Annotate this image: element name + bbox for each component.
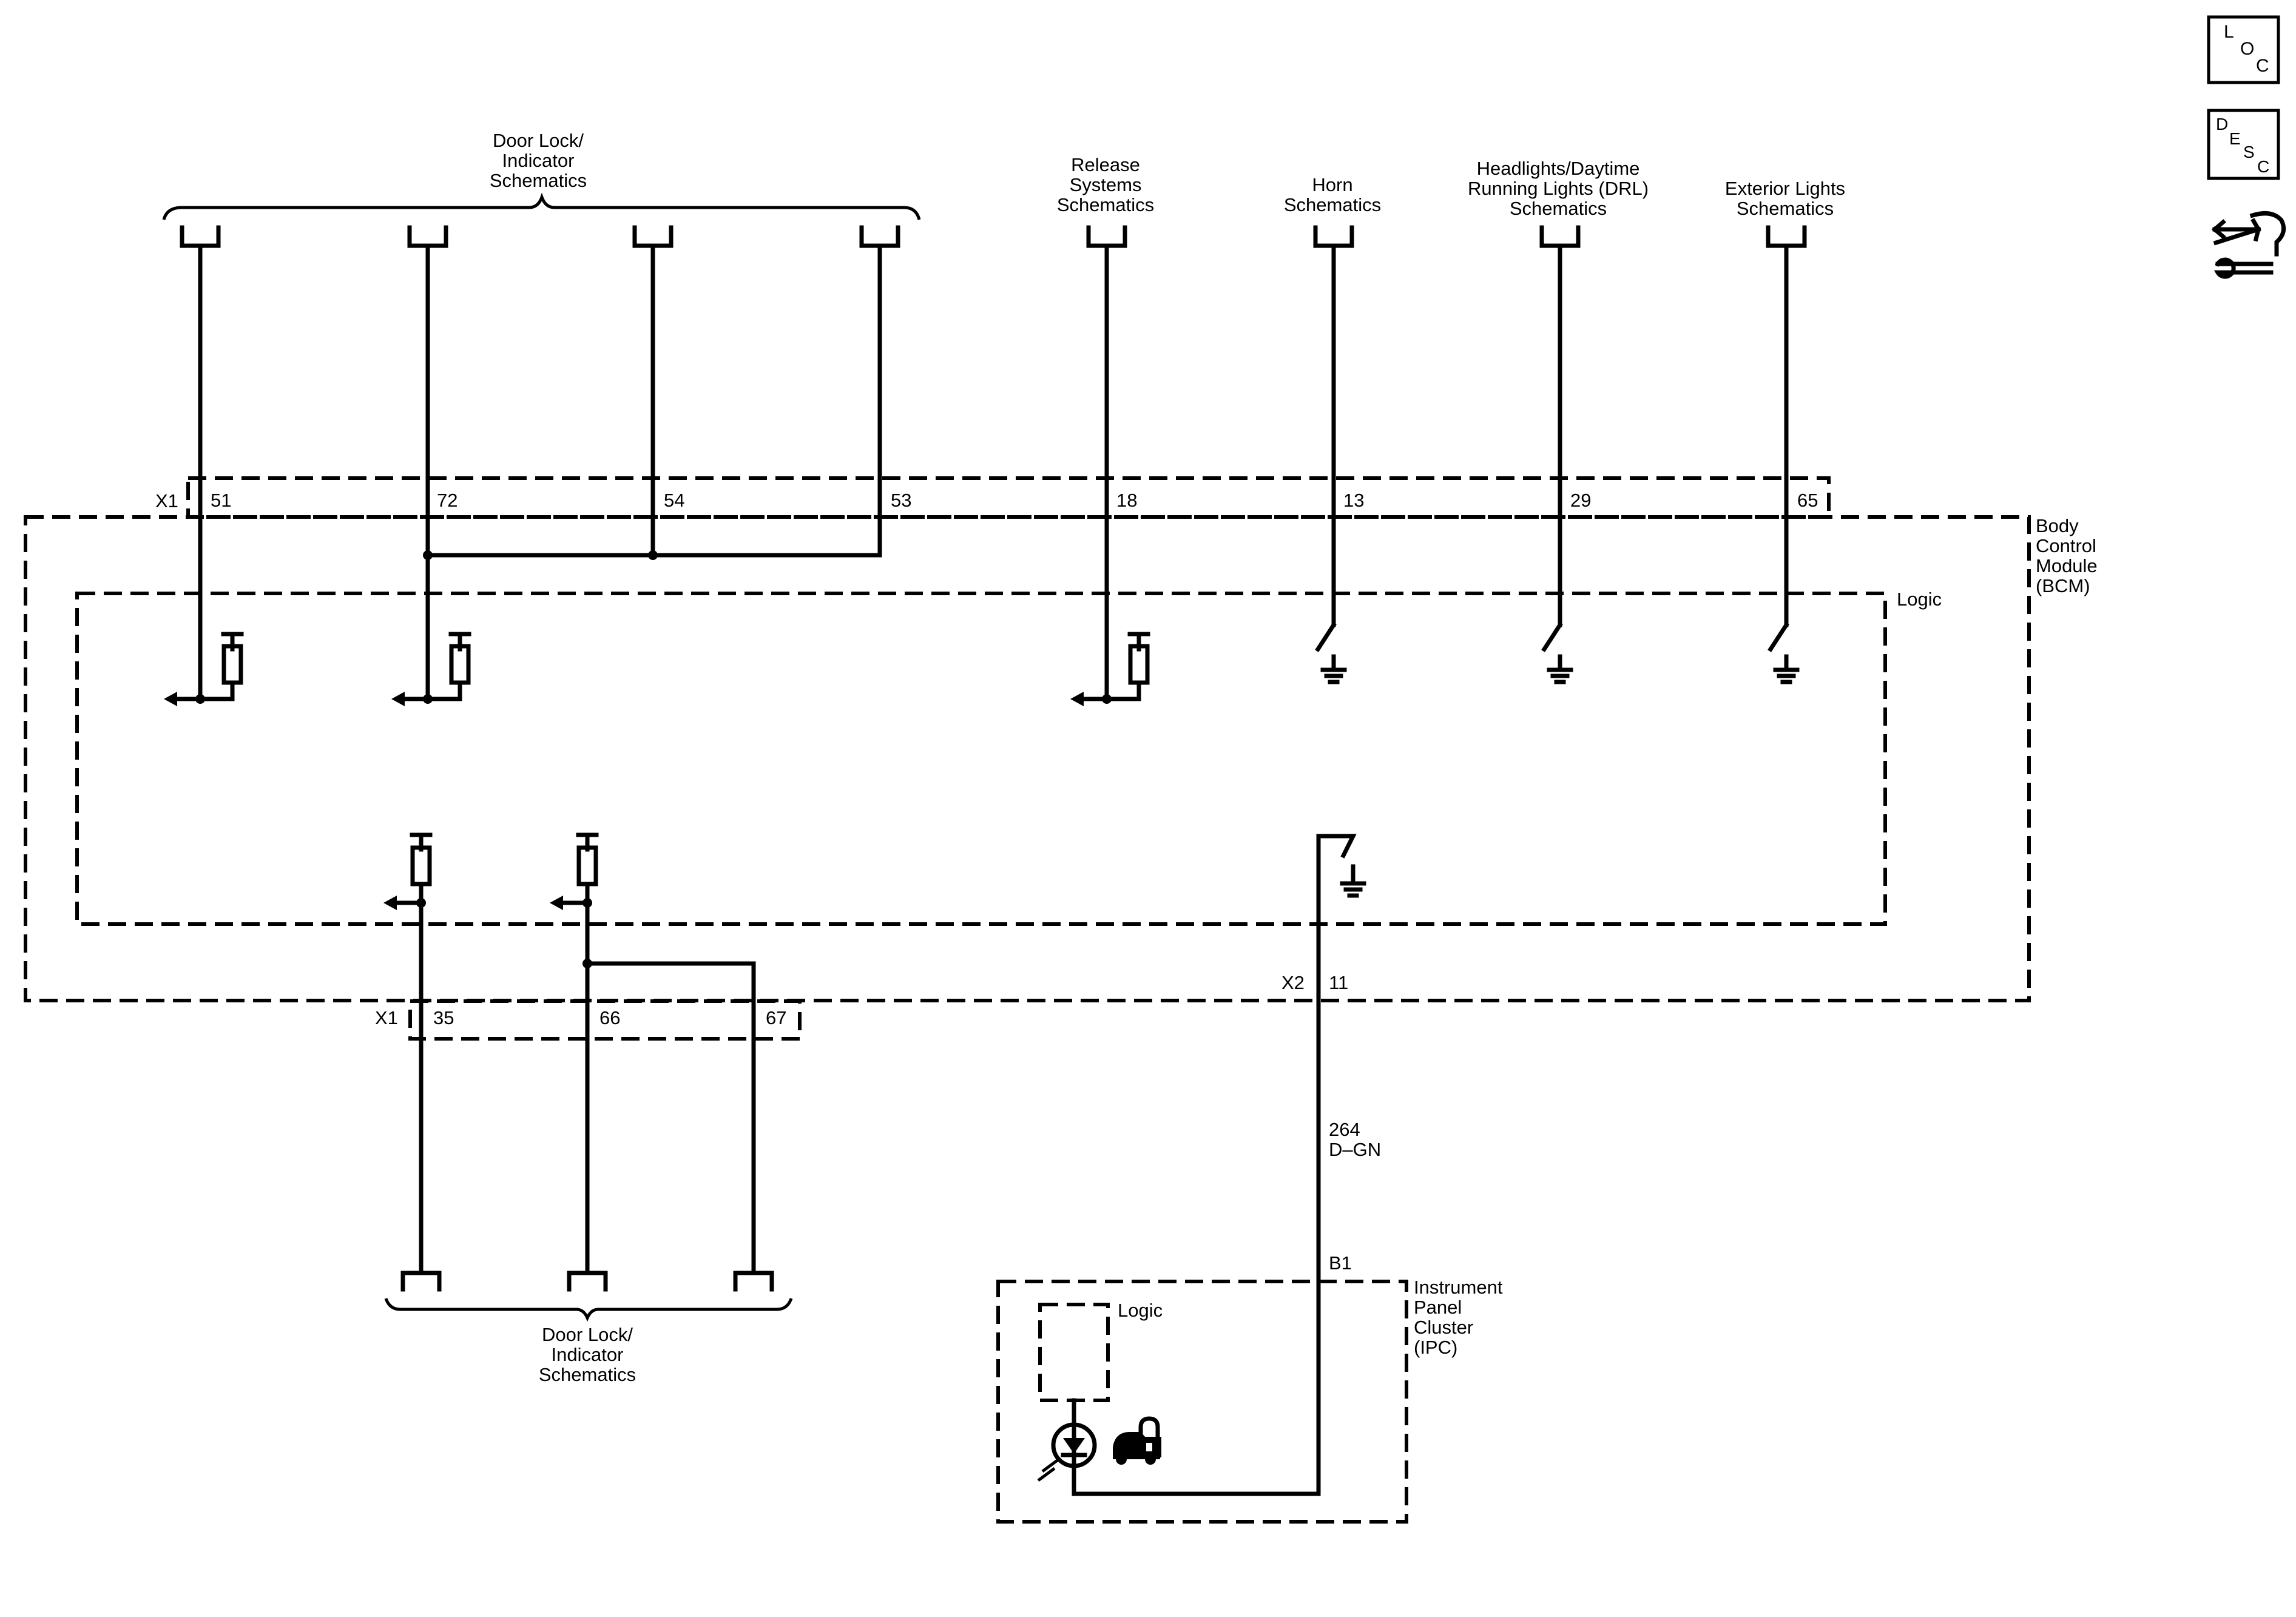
svg-text:Panel: Panel [1414,1297,1462,1318]
top-label-door-lock: Door Lock/ Indicator Schematics [490,130,587,191]
x1-top-label: X1 [155,490,178,511]
top-brace [162,192,921,220]
top-connector-cups [180,225,1807,248]
pin-72: 72 [437,490,458,511]
pin-29: 29 [1570,490,1591,511]
wire-circuit-number: 264 [1329,1119,1360,1140]
bcm-outline [24,515,2031,1002]
splice-72 [423,550,433,560]
pin-67: 67 [766,1007,786,1028]
pullup-input-72 [391,632,471,706]
svg-text:Cluster: Cluster [1414,1317,1473,1338]
desc-letter-s: S [2243,143,2255,161]
ipc-label: Instrument Panel Cluster (IPC) [1414,1277,1503,1358]
pin-65: 65 [1797,490,1818,511]
svg-text:Indicator: Indicator [552,1344,624,1365]
svg-text:Schematics: Schematics [1737,198,1834,219]
desc-letter-c: C [2257,157,2269,176]
loc-letter-o: O [2240,39,2254,59]
top-label-horn: Horn Schematics [1284,174,1381,215]
bottom-label-door-lock: Door Lock/ Indicator Schematics [539,1324,636,1385]
svg-text:Horn: Horn [1312,174,1352,195]
bcm-logic-label: Logic [1897,589,1942,610]
bottom-brace [384,1298,793,1322]
svg-text:Instrument: Instrument [1414,1277,1503,1298]
svg-text:Schematics: Schematics [1057,194,1154,215]
svg-text:Module: Module [2036,555,2098,576]
connector-wrench-icon[interactable] [2212,211,2286,279]
svg-text:Schematics: Schematics [490,170,587,191]
svg-text:Control: Control [2036,535,2096,556]
svg-text:Headlights/Daytime: Headlights/Daytime [1477,158,1640,179]
svg-text:(IPC): (IPC) [1414,1337,1457,1358]
svg-text:(BCM): (BCM) [2036,575,2090,596]
bcm-logic-outline [75,592,1887,926]
pin-66: 66 [599,1007,620,1028]
ground-switch-29 [1541,622,1573,684]
svg-text:Door Lock/: Door Lock/ [542,1324,633,1345]
ipc-indicator-led [1037,1398,1321,1496]
pin-18: 18 [1116,490,1137,511]
top-label-exterior: Exterior Lights Schematics [1725,178,1845,219]
b1-label: B1 [1329,1252,1352,1274]
svg-text:Running Lights (DRL): Running Lights (DRL) [1468,178,1649,199]
svg-text:Systems: Systems [1070,174,1142,195]
pin-13: 13 [1343,490,1364,511]
pullup-input-35 [383,832,433,1274]
pin-35: 35 [433,1007,454,1028]
pin-54: 54 [664,490,684,511]
svg-text:Indicator: Indicator [502,150,575,171]
pullup-input-66 [550,832,756,1274]
loc-button[interactable]: L O C [2207,15,2280,84]
svg-text:Door Lock/: Door Lock/ [493,130,584,151]
pin-11: 11 [1329,972,1348,993]
svg-text:Release: Release [1071,154,1140,175]
top-wires [198,243,1789,701]
pullup-input-18 [1070,632,1150,706]
top-label-release: Release Systems Schematics [1057,154,1154,215]
top-label-headlights: Headlights/Daytime Running Lights (DRL) … [1468,158,1649,219]
splice-54 [648,550,658,560]
wire-color: D–GN [1329,1139,1381,1160]
door-lock-status-icon [1113,1416,1161,1465]
ground-switch-13 [1315,622,1347,684]
svg-text:Schematics: Schematics [539,1364,636,1385]
svg-text:Body: Body [2036,515,2079,536]
x1-bottom-connector-outline [408,999,802,1041]
desc-letter-e: E [2229,129,2241,148]
desc-letter-d: D [2216,115,2228,133]
bcm-output-11 [1316,834,1366,1496]
ipc-logic-outline [1038,1303,1110,1402]
pin-53: 53 [891,490,911,511]
loc-letter-l: L [2224,22,2234,42]
x1-bottom-label: X1 [375,1007,398,1028]
svg-text:Exterior Lights: Exterior Lights [1725,178,1845,199]
pin-51: 51 [211,490,231,511]
svg-text:Schematics: Schematics [1284,194,1381,215]
x1-top-connector-outline [186,476,1831,519]
x2-label: X2 [1281,972,1305,993]
svg-text:Schematics: Schematics [1510,198,1607,219]
loc-letter-c: C [2256,56,2269,76]
bottom-connector-cups [400,1271,774,1292]
desc-button[interactable]: D E S C [2207,109,2280,180]
bcm-label: Body Control Module (BCM) [2036,515,2098,596]
ipc-outline [996,1280,1408,1524]
ipc-logic-label: Logic [1118,1300,1163,1321]
ground-switch-65 [1768,622,1800,684]
pullup-input-51 [164,632,244,706]
